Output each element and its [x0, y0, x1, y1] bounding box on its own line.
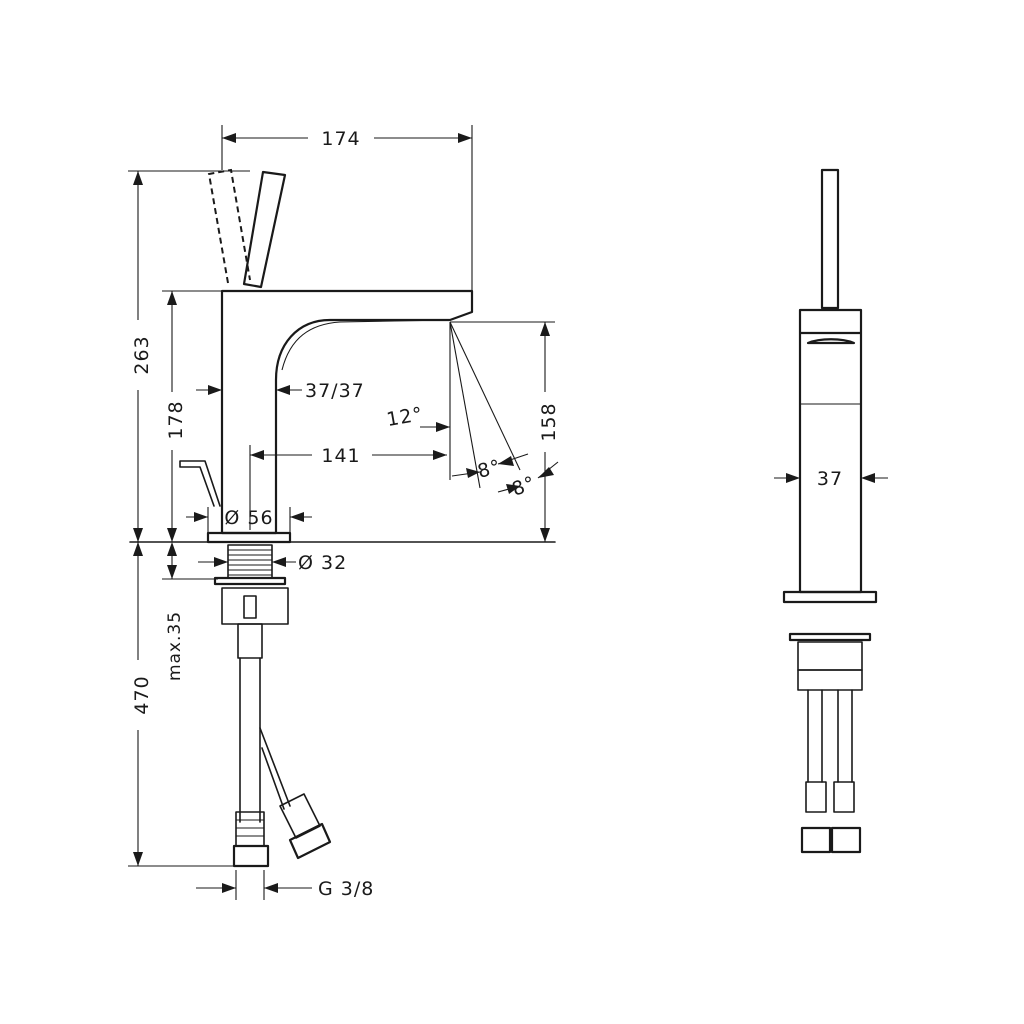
hose-crimp-right [279, 793, 321, 839]
dim-263-label: 263 [131, 335, 153, 374]
washer [213, 576, 287, 586]
front-base-plate [782, 590, 878, 604]
dim-front-37: 37 [774, 468, 888, 490]
dim-12-deg-label: 12° [385, 403, 425, 431]
dim-diameter-56: Ø 56 [186, 507, 312, 533]
dim-37-37-label: 37/37 [305, 380, 365, 402]
dim-max-35-label: max.35 [165, 611, 185, 681]
front-view: 37 [774, 168, 888, 854]
dim-158: 158 [450, 321, 560, 542]
hose-nut-right [288, 822, 332, 860]
front-hose-nut-left [800, 826, 832, 854]
dim-141: 141 [249, 445, 447, 530]
faucet-body [220, 289, 474, 535]
dim-470: 470 [128, 542, 234, 867]
supply-hose-right [259, 727, 291, 810]
front-washer [788, 632, 872, 642]
spray-lines [449, 321, 521, 489]
hose-nut-left [232, 844, 270, 868]
dim-470-label: 470 [131, 675, 153, 714]
dim-front-37-label: 37 [817, 468, 843, 490]
dim-max-35: max.35 [162, 542, 218, 681]
dim-263: 263 [128, 170, 250, 542]
front-hose-crimp-left [805, 781, 827, 813]
front-faucet-body [798, 308, 863, 594]
hose-ferrule [237, 623, 263, 659]
front-lever-stem [820, 168, 840, 310]
drain-pull-rod [179, 460, 221, 507]
thread-lines [228, 549, 272, 576]
dim-8-deg-label-2: 8° [509, 472, 539, 501]
dim-141-label: 141 [321, 445, 360, 467]
dim-178: 178 [162, 290, 222, 542]
front-hose-nut-right [830, 826, 862, 854]
dim-diameter-32-label: Ø 32 [298, 552, 347, 574]
dim-8-deg-spray: 8° 8° [451, 453, 559, 501]
dim-diameter-56-label: Ø 56 [224, 507, 273, 529]
front-nut-band [797, 669, 863, 691]
hose-crimp-lines [236, 819, 264, 837]
supply-hose-left [239, 657, 261, 823]
dim-12-deg: 12° [385, 403, 450, 432]
dim-174-label: 174 [321, 128, 360, 150]
lever-handle [242, 170, 287, 289]
side-view: 174 263 178 37/37 [128, 125, 560, 900]
dim-178-label: 178 [165, 400, 187, 439]
dim-174: 174 [221, 125, 473, 291]
dim-158-label: 158 [538, 402, 560, 441]
spout-inner-edge [281, 319, 451, 371]
dim-diameter-32: Ø 32 [198, 552, 347, 574]
front-hose-crimp-right [833, 781, 855, 813]
base-plate [206, 531, 292, 544]
front-fixing-nut [797, 641, 863, 671]
front-spout-outlet [800, 331, 861, 345]
dim-g-3-8-label: G 3/8 [318, 878, 374, 900]
dim-37-37: 37/37 [196, 380, 365, 402]
dim-8-deg-label-1: 8° [475, 456, 503, 483]
fixing-screw [243, 595, 257, 619]
front-supply-hoses [807, 689, 853, 783]
dim-g-3-8: G 3/8 [196, 870, 374, 900]
lever-handle-alt-position [207, 168, 251, 284]
